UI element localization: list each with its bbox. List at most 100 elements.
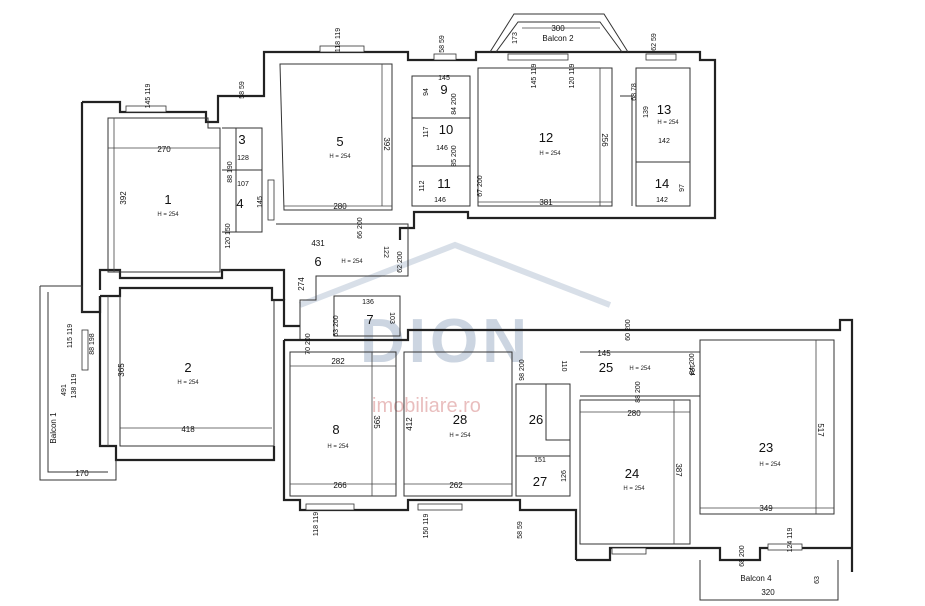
opening-label: 98 200 [519,359,526,381]
opening-label: 70 200 [305,333,312,355]
balcony-4-dim-side: 63 [814,576,821,584]
opening-label: 145 119 [145,84,152,109]
balcony-2-label: Balcon 2 [542,34,574,43]
opening-label: 124 119 [787,528,794,553]
room-23-dim-width: 349 [759,504,773,513]
room-4-dim-width: 107 [237,181,249,188]
opening-label: 58 59 [517,521,524,539]
room-23-height: H = 254 [759,462,781,468]
balcony-4-label: Balcon 4 [740,574,772,583]
room-6-height: H = 254 [341,259,363,265]
room-6-dim-depth: 274 [297,277,306,291]
room-1-dim-depth: 392 [119,191,128,205]
room-6-dim-side: 122 [382,246,389,258]
opening-label: 150 119 [423,514,430,539]
opening-label: 120 150 [225,223,232,248]
room-4-dim-depth: 145 [257,196,264,208]
room-7-number: 7 [366,312,373,327]
room-10-number: 10 [439,122,453,137]
room-24-height: H = 254 [623,486,645,492]
room-12-height: H = 254 [539,151,561,157]
opening-label: 63 200 [333,315,340,337]
room-8-height: H = 254 [327,444,349,450]
room-5-height: H = 254 [329,154,351,160]
room-25-number: 25 [599,360,613,375]
room-14-dim-width: 142 [656,197,668,204]
room-12-dim-width: 381 [539,198,553,207]
room-13-dim-width: 142 [658,138,670,145]
room-1-dim-width: 270 [157,145,171,154]
room-2-height: H = 254 [177,380,199,386]
balcony-2-dim-width: 300 [551,24,565,33]
windows [81,45,803,555]
balcony-2: Balcon 2 300 173 [489,13,629,53]
opening-label: 68 200 [739,545,746,567]
opening-label: 60 200 [625,319,632,341]
room-9-dim-depth: 94 [423,88,430,96]
room-23-number: 23 [759,440,773,455]
room-11-dim-width: 146 [434,197,446,204]
room-28-number: 28 [453,412,467,427]
room-14-number: 14 [655,176,669,191]
room-2-dim-width: 418 [181,425,195,434]
opening-labels: 145 119 58 59 118 119 58 59 62 59 145 11… [67,28,794,567]
room-11-dim-depth: 112 [419,180,426,191]
opening-label: 88 190 [227,161,234,183]
opening-label: 66 200 [357,217,364,239]
room-6-number: 6 [314,254,321,269]
room-26-number: 26 [529,412,543,427]
opening-label: 115 119 [67,324,74,348]
room-28-height: H = 254 [449,433,471,439]
room-9-dim-width: 145 [438,75,450,82]
room-27-dim-depth: 126 [561,470,568,482]
opening-label: 120 119 [569,64,576,89]
room-12-dim-depth: 256 [600,133,609,147]
watermark-sub: imobiliare.ro [372,395,481,417]
opening-label: 62 59 [651,33,658,51]
opening-label: 62 200 [397,251,404,273]
room-1-height: H = 254 [157,212,179,218]
room-25-height: H = 254 [629,366,651,372]
room-2-number: 2 [184,360,191,375]
balcony-1-dim-width: 170 [75,469,89,478]
room-27-number: 27 [533,474,547,489]
room-23-dim-depth: 517 [816,423,825,437]
room-8-dim-depth: 395 [372,415,381,429]
opening-label: 85 200 [451,145,458,167]
opening-label: 88 198 [89,333,96,355]
room-7-dim-depth: 103 [388,312,395,324]
room-13-height: H = 254 [657,120,679,126]
balcony-4-dim-width: 320 [761,588,775,597]
south-west-walls: Balcon 1 491 170 [39,285,300,481]
opening-label: 88 200 [635,381,642,403]
watermark-roof-icon [298,241,612,308]
room-5-dim-depth: 392 [382,137,391,151]
opening-label: 58 59 [239,81,246,99]
opening-label: 84 200 [689,353,696,375]
room-labels: 1 H = 254 270 392 2 H = 254 418 365 3 12… [117,75,825,513]
watermark-brand: DION [360,307,531,376]
room-3-dim: 128 [237,155,249,162]
south-center-walls: Balcon 4 320 63 [282,295,854,601]
room-12-number: 12 [539,130,553,145]
opening-label: 84 200 [451,93,458,115]
room-9-number: 9 [440,82,447,97]
opening-label: 68 78 [631,83,638,101]
room-3-number: 3 [238,132,245,147]
watermark: DION imobiliare.ro [298,241,612,417]
room-2-dim-depth: 365 [117,363,126,377]
room-13-dim-depth: 139 [643,106,650,118]
room-5-dim-width: 280 [333,202,347,211]
balcony-1-dim-height: 491 [61,384,68,396]
room-25-dim-depth: 124 [688,364,695,376]
room-13-number: 13 [657,102,671,117]
room-24-number: 24 [625,466,639,481]
room-24-dim-depth: 387 [674,463,683,477]
room-25-dim-width: 145 [597,349,611,358]
balcony-1-label: Balcon 1 [49,412,58,444]
room-28-dim-width: 262 [449,481,463,490]
center-north-walls [276,63,691,340]
balcony-2-dim-side: 173 [512,32,519,44]
opening-label: 58 59 [439,35,446,53]
west-block-walls [80,50,717,314]
